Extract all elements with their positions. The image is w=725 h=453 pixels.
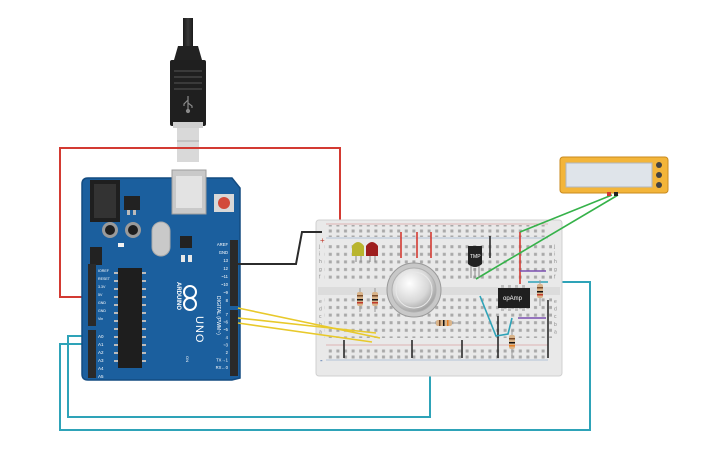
digital-pin-label: AREF — [217, 242, 229, 247]
wire-green-1[interactable] — [519, 194, 613, 233]
on-label: ON — [185, 356, 190, 362]
arduino-uno-board[interactable]: ARDUINO UNO DIGITAL (PWM~) ON IOREF RESET… — [81, 169, 241, 381]
row-letter: e — [319, 299, 322, 305]
row-letter: h — [554, 259, 557, 265]
digital-pin-label: 8 — [226, 298, 229, 303]
power-pin-label: IOREF — [98, 269, 110, 273]
wire-red-5v[interactable] — [59, 147, 341, 298]
wire-cyan-a1[interactable] — [59, 281, 591, 431]
row-letter: d — [319, 307, 322, 313]
digital-pin-label: 7 — [226, 312, 229, 317]
row-letter: e — [554, 299, 557, 305]
digital-pin-label: ~10 — [221, 282, 229, 287]
rail-plus-top: + — [320, 236, 325, 245]
wire-yellow-d6[interactable] — [237, 322, 373, 343]
wire-black-gnd[interactable] — [238, 231, 322, 265]
row-letter: i — [319, 252, 320, 258]
digital-pin-label: TX→1 — [216, 358, 229, 363]
digital-pin-label: ~5 — [223, 327, 228, 332]
power-pin-label: GND — [98, 301, 106, 305]
wire-cyan-opamp[interactable] — [479, 295, 513, 337]
power-pin-label: Vin — [98, 317, 103, 321]
power-pin-label: GND — [98, 309, 106, 313]
power-pin-label: 3.3V — [98, 285, 106, 289]
row-letter: b — [554, 322, 557, 328]
digital-pin-label: RX←0 — [216, 365, 229, 370]
resistor-1[interactable] — [357, 288, 363, 312]
digital-pin-label: ~11 — [221, 274, 228, 279]
gas-sensor-icon[interactable] — [386, 262, 442, 318]
opamp-chip[interactable]: opAmp — [498, 285, 530, 311]
resistor-3[interactable] — [428, 320, 458, 326]
arduino-brand-label: ARDUINO — [175, 282, 181, 310]
wire-yellow-d7[interactable] — [237, 317, 377, 334]
resistor-5[interactable] — [537, 280, 543, 306]
resistor-2[interactable] — [372, 288, 378, 312]
row-letter: f — [319, 274, 321, 280]
power-pin-label: RESET — [98, 277, 111, 281]
digital-header-low[interactable] — [230, 310, 238, 376]
wire-cyan-a0[interactable] — [67, 322, 431, 418]
analog-pin-label: A3 — [98, 358, 104, 363]
digital-pin-label: 4 — [226, 335, 229, 340]
lcd-display-icon[interactable] — [559, 156, 669, 196]
wire-green-2[interactable] — [475, 194, 619, 280]
red-jumpers — [400, 232, 521, 284]
analog-pin-label: A2 — [98, 350, 104, 355]
digital-pin-label: ~9 — [223, 290, 228, 295]
resistor-4[interactable] — [509, 330, 515, 356]
digital-pin-label: 2 — [226, 350, 229, 355]
row-letter: a — [554, 329, 557, 335]
rail-minus-bottom: - — [320, 356, 323, 365]
digital-pin-label: ~3 — [223, 342, 228, 347]
analog-pin-label: A1 — [98, 342, 104, 347]
tmp-label: TMP — [470, 254, 481, 260]
led-yellow[interactable] — [352, 242, 364, 262]
row-letter: c — [554, 314, 557, 320]
digital-caption: DIGITAL (PWM~) — [215, 296, 221, 335]
wire-yellow-d9[interactable] — [237, 307, 381, 339]
analog-pin-label: A0 — [98, 334, 104, 339]
row-letter: d — [554, 307, 557, 313]
row-letter: f — [554, 274, 556, 280]
row-letter: h — [319, 259, 322, 265]
arduino-model-label: UNO — [193, 316, 205, 343]
analog-header[interactable] — [88, 330, 96, 378]
digital-pin-label: ~6 — [223, 320, 228, 325]
row-letter: j — [318, 244, 320, 250]
power-pin-label: 5V — [98, 293, 103, 297]
digital-header-high[interactable] — [230, 240, 238, 306]
led-red[interactable] — [366, 242, 378, 262]
digital-pin-label: 12 — [223, 266, 228, 271]
row-letter: a — [319, 329, 322, 335]
analog-pin-label: A4 — [98, 366, 104, 371]
row-letter: i — [554, 252, 555, 258]
purple-jumpers — [518, 270, 546, 319]
row-letter: j — [553, 244, 555, 250]
opamp-label: opAmp — [503, 296, 523, 302]
temperature-sensor[interactable]: TMP — [468, 246, 482, 278]
power-header[interactable] — [88, 264, 96, 326]
analog-pin-label: A5 — [98, 374, 104, 379]
usb-plug-icon[interactable] — [170, 18, 206, 162]
arduino-logo-icon — [183, 285, 197, 311]
digital-pin-label: GND — [219, 250, 228, 255]
row-letter: g — [554, 267, 557, 273]
row-letter: g — [319, 267, 322, 273]
row-letter: c — [319, 314, 322, 320]
digital-pin-label: 13 — [223, 258, 228, 263]
black-jumpers — [343, 236, 549, 358]
